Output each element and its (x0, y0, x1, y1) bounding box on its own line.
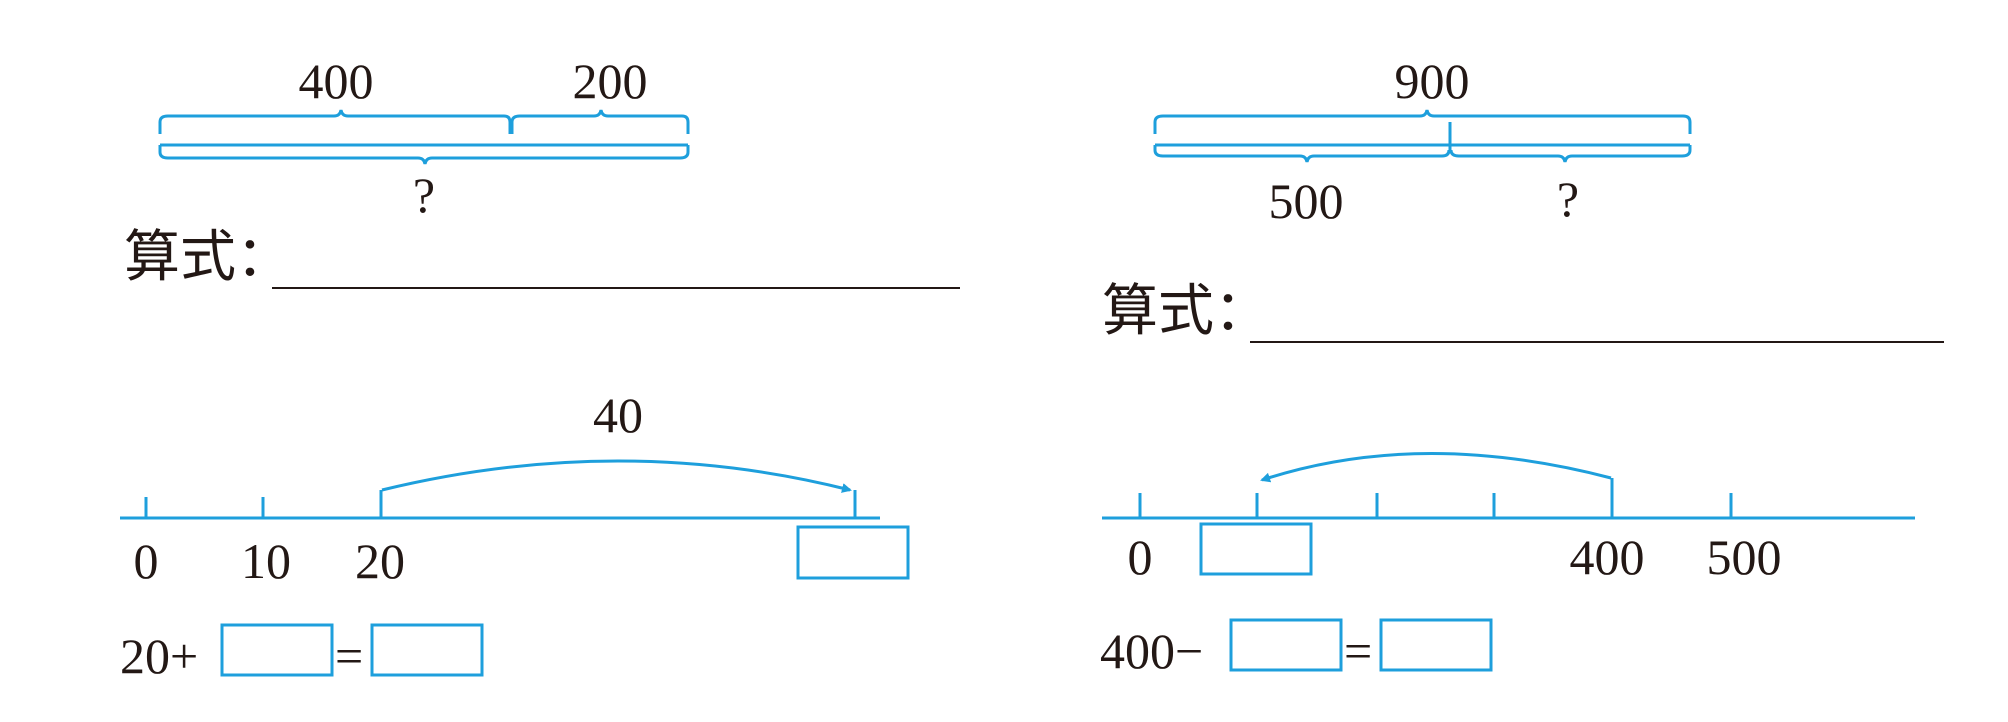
equation-box-result-1[interactable] (370, 623, 484, 677)
label-total-unknown: ? (413, 167, 435, 223)
brace-part-b-2 (1449, 145, 1692, 163)
equation-box-subtrahend-2[interactable] (1229, 618, 1343, 672)
brace-total (158, 145, 690, 165)
formula-label-1: 算式： (124, 225, 292, 290)
label-total-2: 900 (1395, 53, 1470, 109)
equation-start-2: 400− (1100, 623, 1203, 679)
brace-part-b (510, 109, 690, 134)
answer-box-target-1[interactable] (796, 525, 910, 580)
label-part-b-unknown-2: ? (1557, 171, 1579, 227)
equals-sign-2: = (1344, 623, 1372, 679)
problem-1: 400 200 ? 算式： (124, 53, 960, 290)
tick-label-0: 0 (134, 533, 159, 589)
answer-box-target-2[interactable] (1199, 522, 1313, 576)
equals-sign-1: = (335, 628, 363, 684)
tick-label-10: 10 (241, 533, 291, 589)
jump-label-1: 40 (593, 387, 643, 443)
jump-arrow-2 (1260, 452, 1612, 483)
brace-part-a-2 (1153, 145, 1451, 163)
equation-box-addend-1[interactable] (220, 623, 334, 677)
tick-label-400-2: 400 (1570, 529, 1645, 585)
brace-total-2 (1153, 109, 1692, 134)
label-part-b: 200 (573, 53, 648, 109)
equation-box-result-2[interactable] (1379, 618, 1493, 672)
tick-label-500-2: 500 (1707, 529, 1782, 585)
label-part-a-2: 500 (1269, 173, 1344, 229)
brace-part-a (158, 109, 512, 134)
tick-label-20: 20 (355, 533, 405, 589)
equation-start-1: 20+ (120, 628, 198, 684)
problem-2: 900 500 ? 算式： (1102, 53, 1944, 344)
jump-arrow-1 (381, 459, 852, 493)
formula-label-2: 算式： (1102, 279, 1270, 344)
tick-label-0-2: 0 (1128, 529, 1153, 585)
number-line-2: 0 400 500 400− = (1100, 452, 1915, 679)
number-line-1: 40 0 10 20 20+ = (120, 387, 910, 684)
label-part-a: 400 (299, 53, 374, 109)
